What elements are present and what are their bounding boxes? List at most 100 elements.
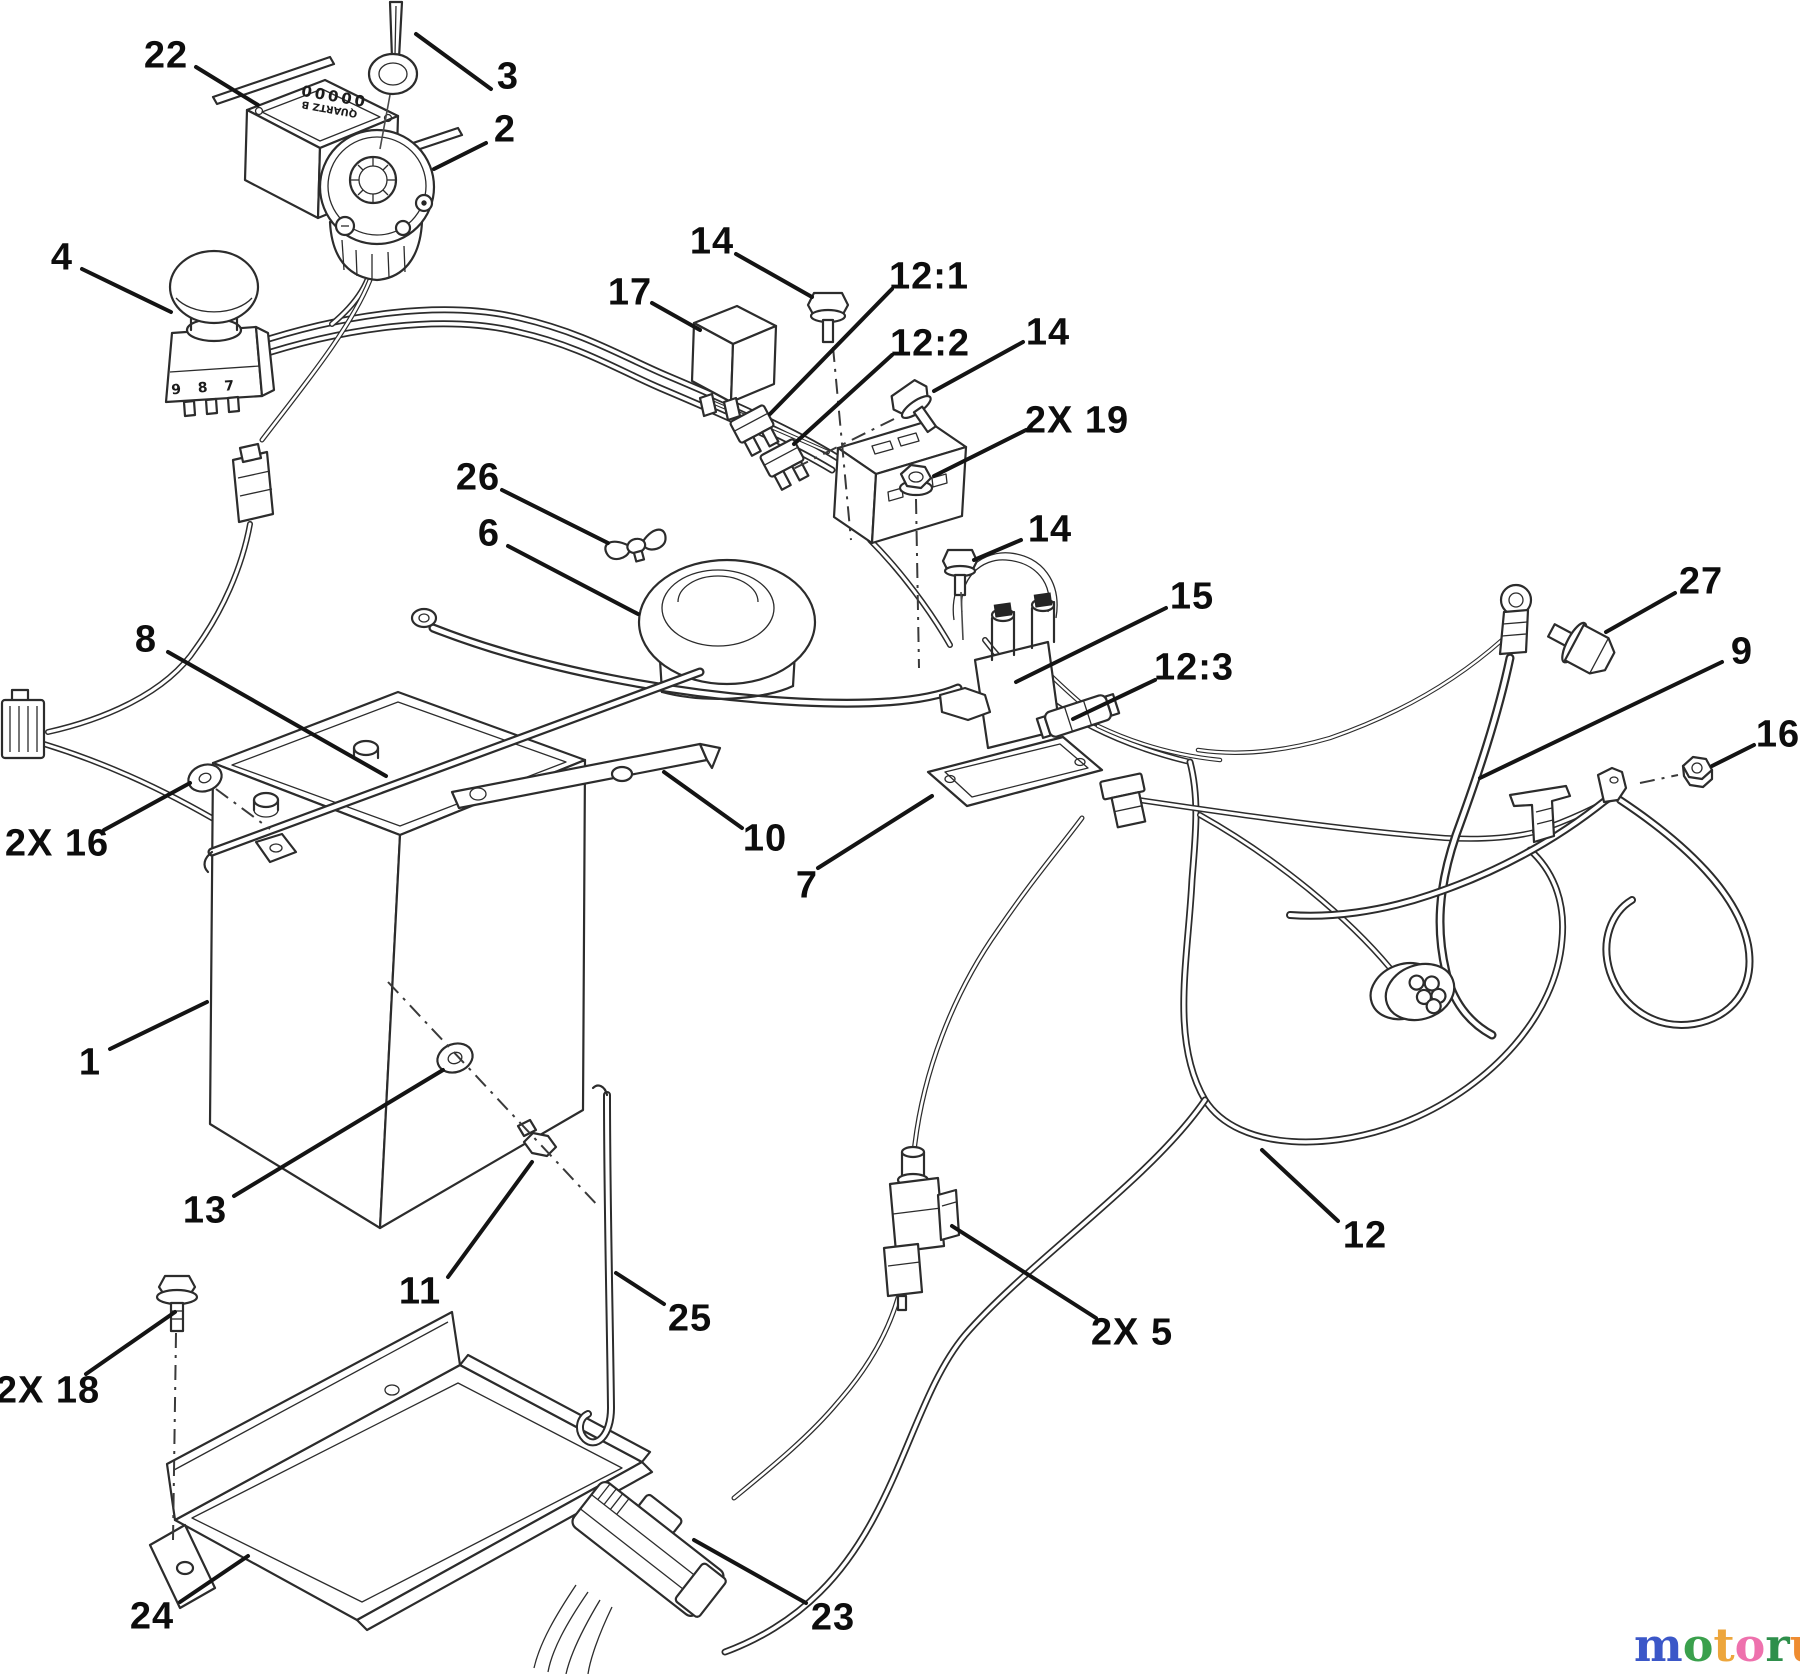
- connector-endcap: [674, 1562, 727, 1618]
- switch-clip: [936, 1188, 961, 1242]
- interlock-switch: [882, 1145, 961, 1312]
- callout-12-3: 12:3: [1153, 646, 1235, 689]
- leader-17: [650, 301, 702, 332]
- motoruf-watermark: motoruf.de: [1634, 1618, 1800, 1672]
- bolt-14b: [890, 379, 937, 434]
- axis-line: [387, 981, 601, 1209]
- axis-line: [960, 591, 964, 641]
- solenoid-strap: [938, 686, 992, 722]
- pto-body-side: [254, 325, 276, 398]
- callout-3: 3: [496, 55, 520, 98]
- leader-3: [414, 32, 493, 91]
- leader-12-3: [1071, 678, 1157, 721]
- cable-loop-right: [1602, 796, 1754, 1029]
- ignition-key: [367, 0, 419, 96]
- callout-14: 14: [1027, 508, 1073, 551]
- axis-line: [1639, 774, 1679, 784]
- block-to-solenoid-wire: [867, 537, 953, 648]
- callout-7: 7: [795, 864, 819, 907]
- wing-nut: [604, 528, 667, 563]
- axis-lines: [172, 94, 1679, 1541]
- key-bow: [367, 52, 419, 96]
- ignition-switch: [318, 128, 436, 282]
- cable-clamp: [254, 832, 298, 864]
- leader-2: [432, 141, 488, 171]
- leader-26: [500, 488, 610, 545]
- switch-body: [888, 1176, 946, 1254]
- bolt-14a: [806, 291, 850, 344]
- bracket-end-tab: [698, 742, 722, 770]
- meter-rail-left: [211, 55, 336, 106]
- tray-back-wall: [165, 1310, 462, 1522]
- callout-26: 26: [455, 456, 501, 499]
- callout-12-2: 12:2: [889, 322, 971, 365]
- bolt-18: [155, 1274, 199, 1333]
- tray-floor: [173, 1363, 644, 1622]
- watermark-letter: m: [1634, 1618, 1683, 1672]
- watermark-letter: r: [1765, 1618, 1790, 1672]
- callout-17: 17: [607, 271, 653, 314]
- axis-line: [172, 1332, 177, 1541]
- right-bracket-connector: [1508, 784, 1572, 844]
- leader-12-2: [792, 353, 894, 446]
- callout-1: 1: [78, 1041, 102, 1084]
- leader-2x-18: [84, 1310, 177, 1376]
- cover-dome: [637, 558, 817, 700]
- callout-15: 15: [1169, 575, 1215, 618]
- callout-4: 4: [50, 236, 74, 279]
- leader-15: [1014, 606, 1168, 684]
- nut-16: [1681, 755, 1714, 789]
- axis-line: [215, 788, 271, 830]
- pto-switch: 9 8 7: [164, 249, 276, 418]
- watermark-letter: u: [1790, 1618, 1800, 1672]
- pto-pin: [182, 399, 197, 418]
- leader-12-1: [768, 287, 894, 416]
- round-multipin-connector: [1369, 961, 1456, 1022]
- ignition-icon-run: [394, 219, 412, 237]
- switch-pin: [896, 1294, 908, 1312]
- tray-front-lip: [355, 1460, 654, 1632]
- pto-pin-numbers: 9 8 7: [171, 378, 241, 399]
- callout-6: 6: [477, 512, 501, 555]
- callout-22: 22: [143, 34, 189, 77]
- leader-27: [1604, 591, 1677, 634]
- callout-16: 16: [1755, 713, 1800, 756]
- left-connector-body: [0, 698, 46, 760]
- key-bow-inner: [378, 62, 408, 86]
- callout-27: 27: [1678, 560, 1724, 603]
- leader-7: [816, 794, 934, 870]
- watermark-letter: o: [1682, 1618, 1714, 1672]
- axis-line: [832, 346, 852, 541]
- thin-wire-from-ring: [1195, 637, 1505, 755]
- rod-hook: [203, 850, 214, 874]
- callout-10: 10: [742, 817, 788, 860]
- watermark-letter: o: [1734, 1618, 1766, 1672]
- nut-19: [898, 463, 934, 497]
- callout-2: 2: [493, 108, 517, 151]
- switch-feed-wire: [911, 815, 1085, 1155]
- callout-2x-19: 2X 19: [1024, 399, 1130, 442]
- leader-lines: [80, 32, 1756, 1605]
- fuse-12-2: [759, 438, 810, 491]
- callout-13: 13: [182, 1189, 228, 1232]
- battery: [208, 690, 587, 1230]
- meter-screw-2: [383, 113, 393, 123]
- dome-outer: [637, 558, 817, 686]
- battery-terminal-positive: [352, 739, 380, 760]
- leader-14: [932, 340, 1025, 393]
- leader-16: [1710, 743, 1756, 768]
- tray-floor-inner: [191, 1382, 623, 1603]
- axis-line: [379, 94, 391, 150]
- callout-12-1: 12:1: [888, 255, 970, 298]
- relay: [690, 304, 778, 422]
- ring-terminal: [1498, 583, 1533, 656]
- ignition-face-ring: [327, 136, 427, 236]
- meter-screw: [254, 106, 264, 116]
- pto-pin-2: [204, 397, 219, 416]
- leader-2x-5: [950, 1224, 1098, 1320]
- watermark-letter: t: [1713, 1618, 1735, 1672]
- leader-25: [614, 1271, 666, 1306]
- solenoid-base: [926, 735, 1104, 808]
- ring-terminal-barrel: [1498, 608, 1530, 656]
